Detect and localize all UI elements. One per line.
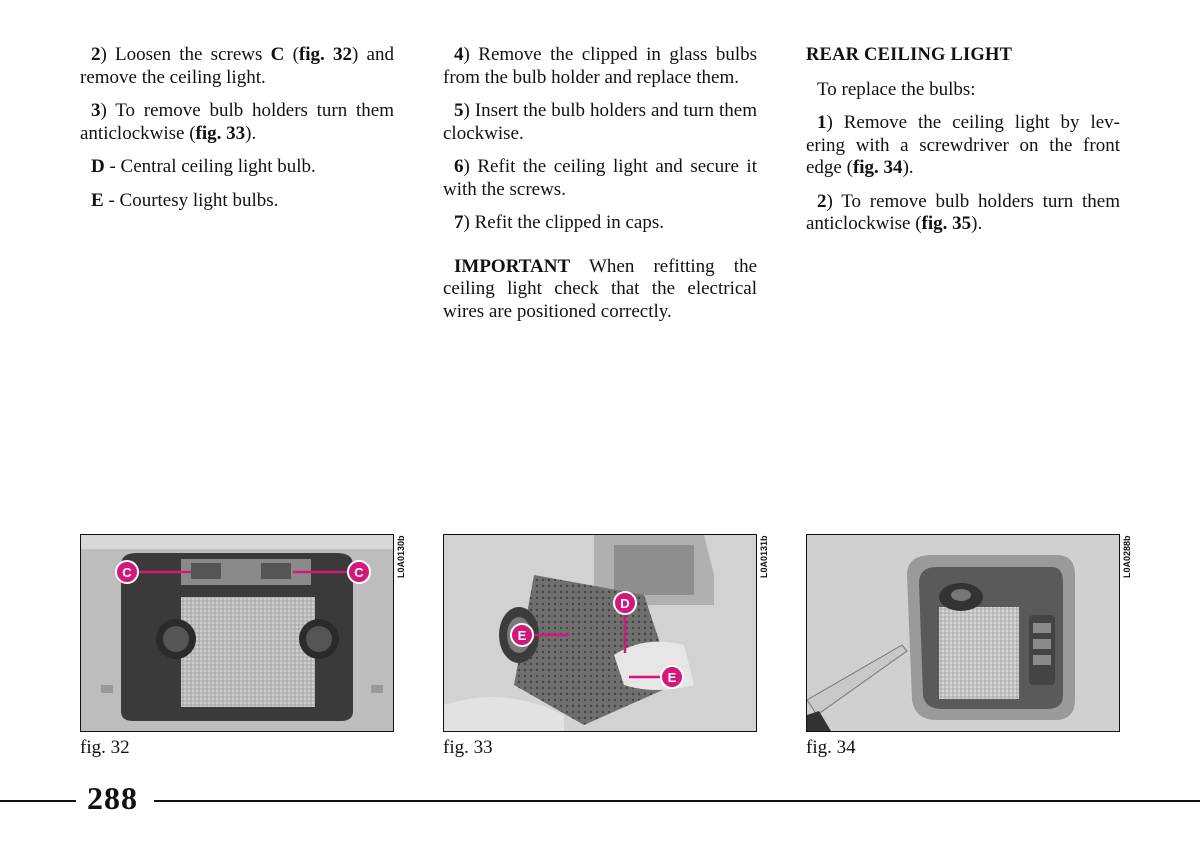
legend-d: D - Central ceiling light bulb. (91, 156, 316, 177)
important-note: IMPORTANT When refitting the ceiling lig… (443, 255, 757, 322)
figure-33-caption: fig. 33 (443, 737, 493, 758)
callout-d: D (613, 591, 637, 653)
callout-e-right: E (629, 665, 684, 689)
svg-text:C: C (122, 565, 132, 580)
step-3-paragraph: 3) To remove bulb holders turn them anti… (80, 100, 394, 144)
step-5-paragraph: 5) Insert the bulb holders and turn them… (443, 100, 757, 144)
callout-c-right: C (293, 560, 371, 584)
figure-34-caption: fig. 34 (806, 737, 856, 758)
figure-33-bulb-holders: D E E (443, 534, 757, 732)
text-column-1: 2) Loosen the screws C (fig. 32) and rem… (80, 44, 394, 223)
text-column-2: 4) Remove the clipped in glass bulbs fro… (443, 44, 757, 334)
figure-code: L0A0130b (396, 535, 406, 578)
intro-paragraph: To replace the bulbs: (817, 78, 976, 100)
footer-rule-right (154, 800, 1200, 802)
footer-rule-left (0, 800, 76, 802)
callout-c-left: C (115, 560, 191, 584)
rear-step-1-paragraph: 1) Remove the ceiling light by lev-ering… (806, 112, 1120, 178)
figure-32-ceiling-light: C C (80, 534, 394, 732)
fig-ref: fig. 35 (921, 213, 972, 234)
callout-e-left: E (510, 623, 569, 647)
svg-text:E: E (518, 628, 527, 643)
fig-ref: fig. 33 (195, 122, 246, 144)
text-column-3: REAR CEILING LIGHT To replace the bulbs:… (806, 44, 1120, 247)
svg-text:E: E (668, 670, 677, 685)
step-4-paragraph: 4) Remove the clipped in glass bulbs fro… (443, 44, 757, 88)
step-6-paragraph: 6) Refit the ceiling light and secure it… (443, 156, 757, 200)
page-number: 288 (87, 780, 138, 816)
svg-text:D: D (620, 596, 629, 611)
legend-e: E - Courtesy light bulbs. (91, 189, 279, 211)
figure-32-caption: fig. 32 (80, 737, 130, 758)
fig-ref: fig. 34 (852, 157, 903, 178)
step-7-paragraph: 7) Refit the clipped in caps. (454, 212, 664, 233)
fig-ref: fig. 32 (298, 44, 352, 65)
step-2-paragraph: 2) Loosen the screws C (fig. 32) and rem… (80, 44, 394, 88)
figure-code: L0A0288b (1122, 535, 1132, 578)
figure-code: L0A0131b (759, 535, 769, 578)
rear-step-2-paragraph: 2) To remove bulb holders turn them anti… (806, 190, 1120, 235)
svg-text:C: C (354, 565, 364, 580)
figure-34-rear-ceiling-light (806, 534, 1120, 732)
section-heading: REAR CEILING LIGHT (806, 45, 1013, 65)
